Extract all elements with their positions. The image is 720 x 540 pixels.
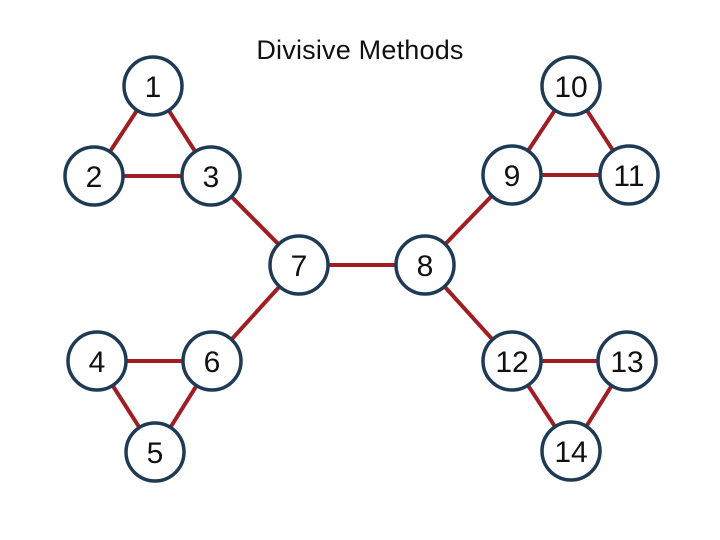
node-label-2: 2 [86,161,103,194]
graph-node-6: 6 [181,330,243,392]
node-label-10: 10 [554,71,587,104]
graph-node-11: 11 [598,144,660,206]
node-label-9: 9 [504,160,521,193]
node-circle-9 [481,144,543,206]
node-circle-1 [122,55,184,117]
node-label-8: 8 [417,250,434,283]
node-circle-5 [124,421,186,483]
graph-node-4: 4 [66,330,128,392]
graph-node-8: 8 [394,234,456,296]
node-label-13: 13 [610,346,643,379]
node-label-6: 6 [204,346,221,379]
graph-node-2: 2 [63,145,125,207]
node-circle-11 [598,144,660,206]
node-circle-12 [481,330,543,392]
node-circle-14 [540,420,602,482]
graph-node-10: 10 [540,55,602,117]
graph-node-9: 9 [481,144,543,206]
diagram-title: Divisive Methods [256,35,464,65]
node-circle-2 [63,145,125,207]
node-circle-13 [596,330,658,392]
node-circle-6 [181,330,243,392]
graph-node-13: 13 [596,330,658,392]
graph-node-7: 7 [268,234,330,296]
node-circle-8 [394,234,456,296]
graph-node-14: 14 [540,420,602,482]
node-label-5: 5 [147,437,164,470]
graph-node-5: 5 [124,421,186,483]
node-label-14: 14 [554,436,587,469]
node-circle-10 [540,55,602,117]
graph-node-12: 12 [481,330,543,392]
node-circle-7 [268,234,330,296]
node-circle-3 [180,145,242,207]
node-label-11: 11 [613,160,644,193]
node-circle-4 [66,330,128,392]
graph-node-3: 3 [180,145,242,207]
node-label-7: 7 [291,250,308,283]
node-label-4: 4 [89,346,106,379]
graph-node-1: 1 [122,55,184,117]
node-label-12: 12 [495,346,528,379]
node-label-1: 1 [145,71,162,104]
node-label-3: 3 [203,161,220,194]
